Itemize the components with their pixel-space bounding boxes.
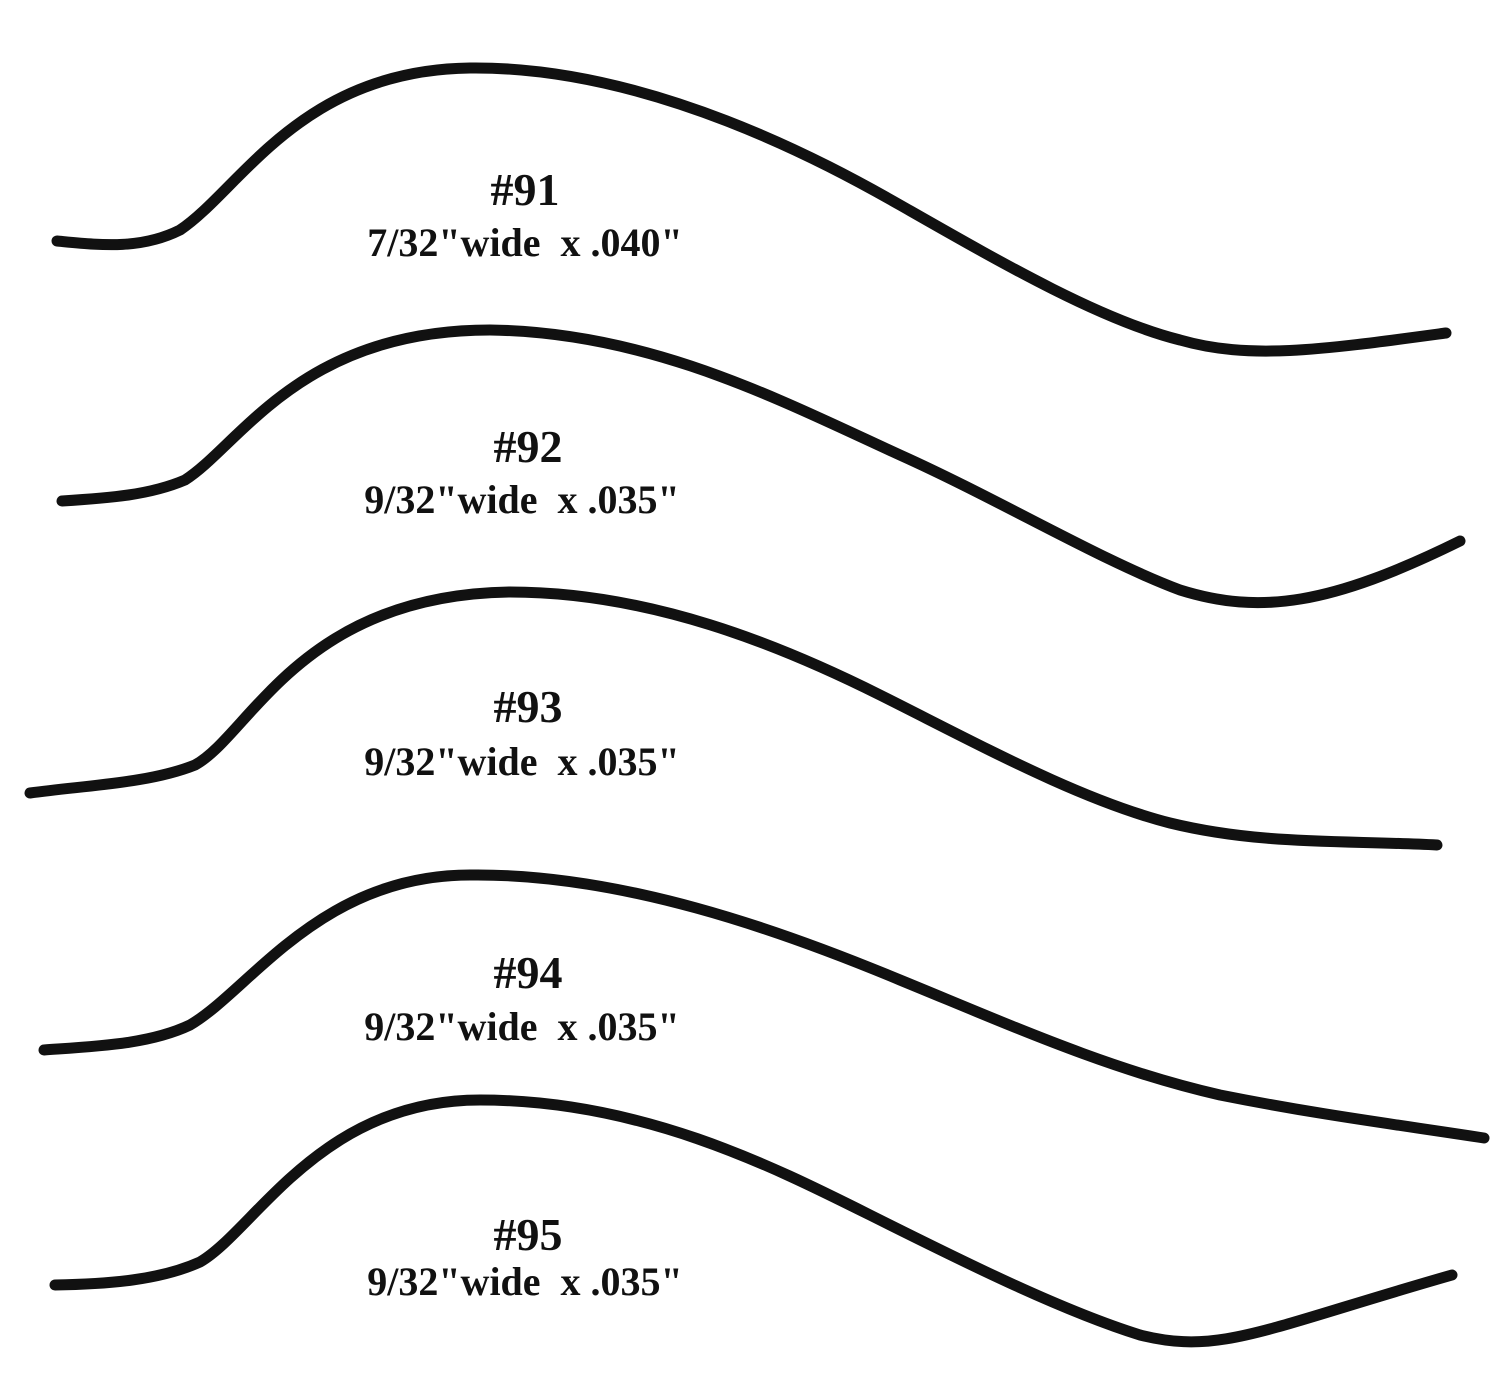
profile-91-id: #91 — [491, 164, 560, 215]
profile-92-dimensions: 9/32"wide x .035" — [364, 477, 680, 522]
profile-92: #92 9/32"wide x .035" — [56, 324, 1466, 609]
profile-93: #93 9/32"wide x .035" — [24, 586, 1443, 851]
profile-93-id: #93 — [494, 681, 563, 732]
profile-94-id: #94 — [494, 947, 563, 998]
profile-91-curve — [51, 62, 1452, 357]
profile-93-curve — [24, 586, 1443, 851]
profile-95-dimensions: 9/32"wide x .035" — [367, 1259, 683, 1304]
profile-91-dimensions: 7/32"wide x .040" — [367, 220, 683, 265]
profile-92-id: #92 — [494, 421, 563, 472]
profile-95: #95 9/32"wide x .035" — [49, 1094, 1458, 1348]
profile-93-dimensions: 9/32"wide x .035" — [364, 739, 680, 784]
profile-94-dimensions: 9/32"wide x .035" — [364, 1004, 680, 1049]
profile-95-id: #95 — [494, 1209, 563, 1260]
profile-95-curve — [49, 1094, 1458, 1348]
profile-92-curve — [56, 324, 1466, 609]
profile-94: #94 9/32"wide x .035" — [38, 869, 1490, 1144]
profile-94-curve — [38, 869, 1490, 1144]
profile-91: #91 7/32"wide x .040" — [51, 62, 1452, 357]
